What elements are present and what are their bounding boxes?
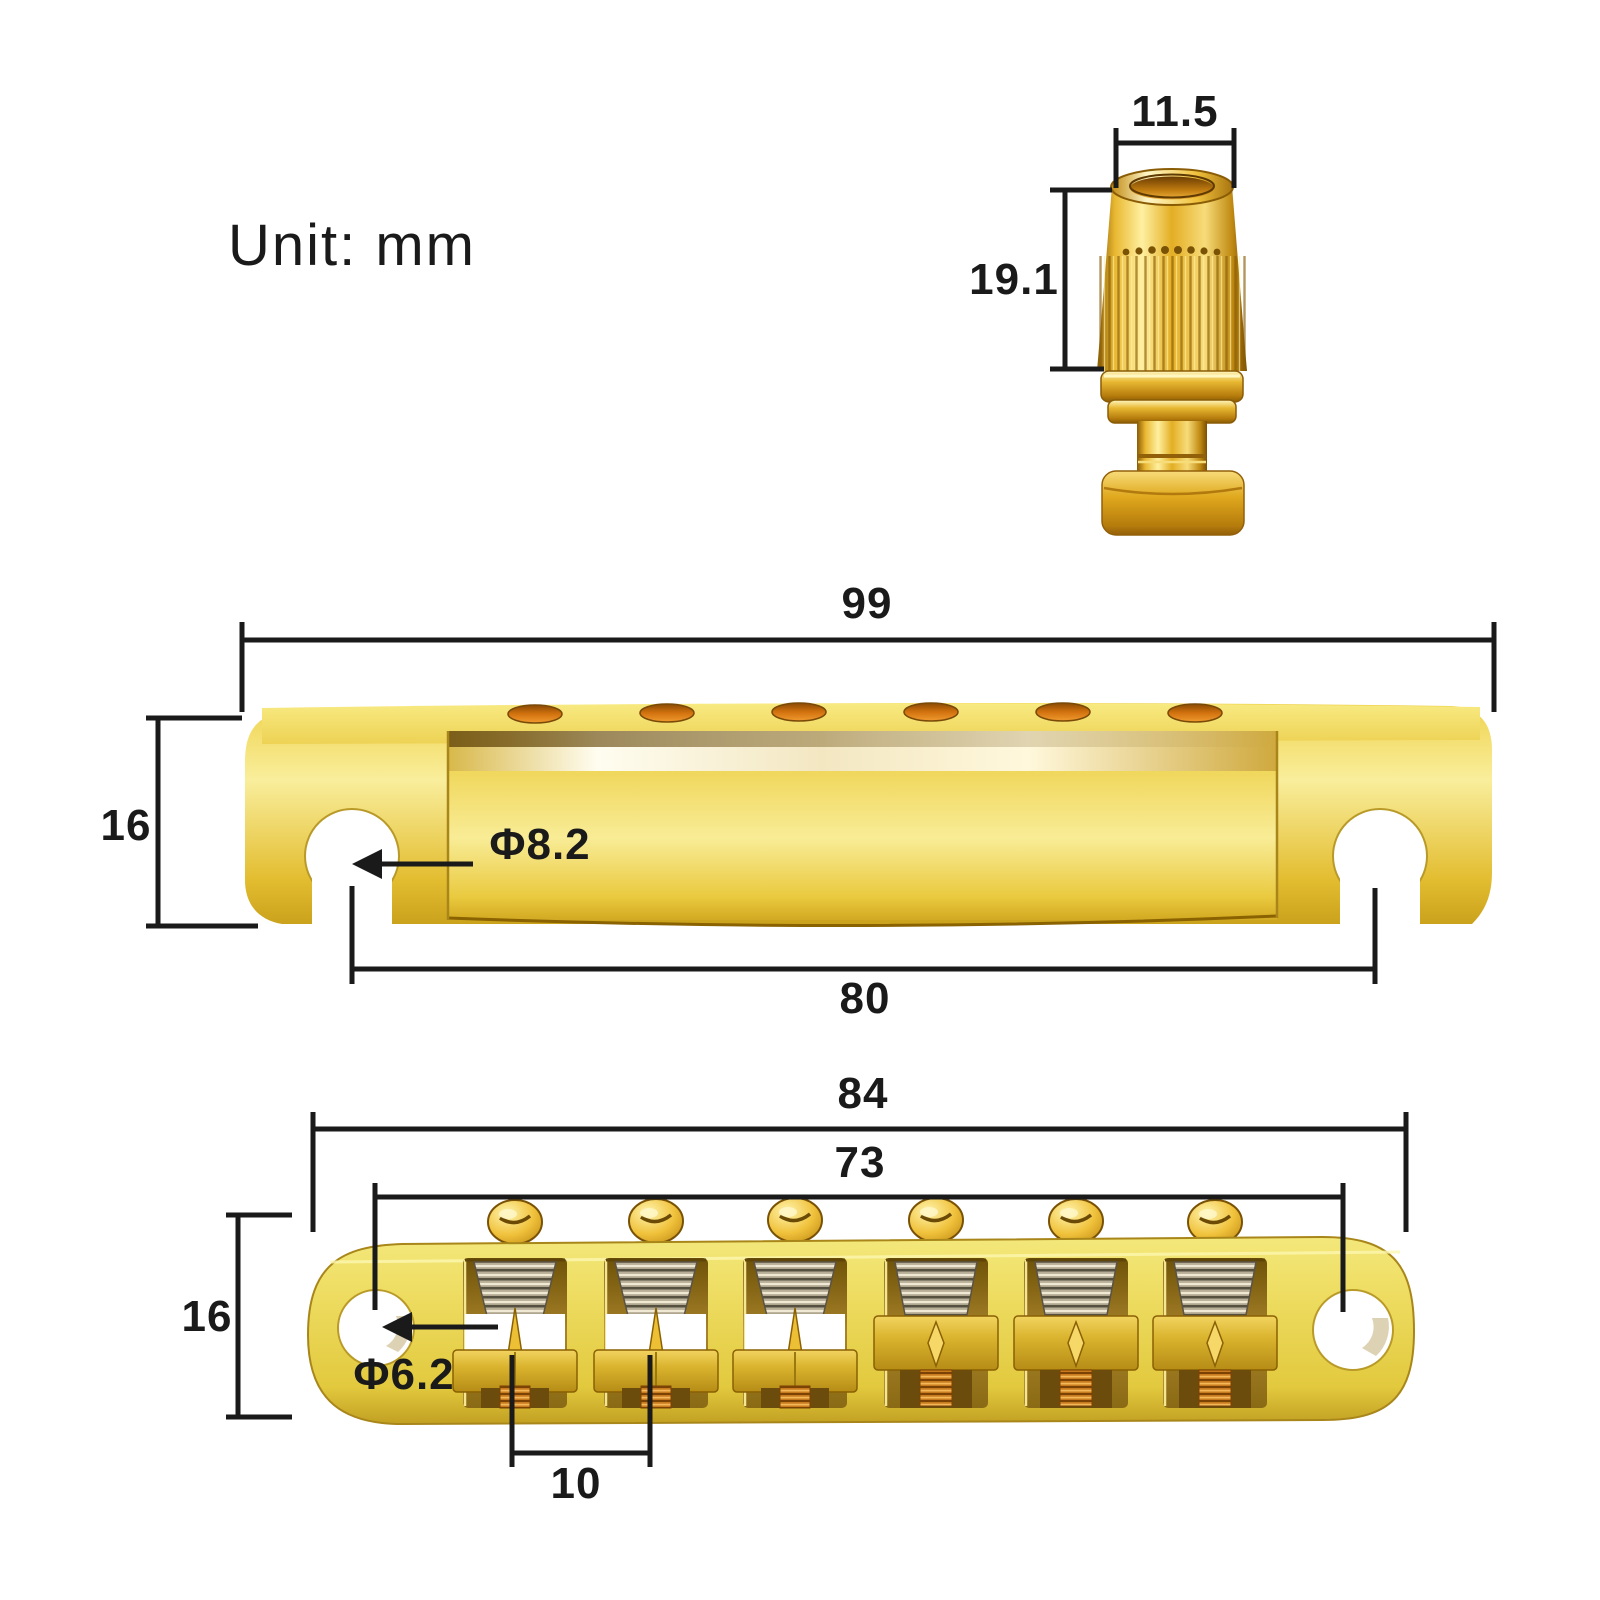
bridge-post-hole-diameter-label: Φ6.2: [353, 1350, 455, 1399]
tailpiece-height-label: 16: [100, 801, 152, 850]
bridge-post-holes: [337, 1289, 1394, 1371]
stud-height-label: 19.1: [969, 255, 1059, 304]
bridge-dimension-lines: [226, 1112, 1409, 1467]
stud-illustration: [1097, 168, 1247, 536]
bridge-string-spacing-label: 10: [550, 1459, 602, 1508]
bridge-adjustment-screw-heads: [486, 1196, 1244, 1246]
bridge-length-label: 84: [837, 1069, 889, 1118]
tailpiece-illustration: [245, 702, 1492, 928]
phi8-arrowhead: [352, 849, 382, 879]
tailpiece-stud-spacing-label: 80: [839, 974, 891, 1023]
tailpiece-dimension-lines: [146, 622, 1497, 984]
tailpiece-string-holes: [507, 702, 1223, 724]
bridge-post-spacing-label: 73: [834, 1138, 886, 1187]
tailpiece-notch-diameter-label: Φ8.2: [489, 820, 591, 869]
stud-top-diameter-label: 11.5: [1131, 87, 1219, 136]
phi6-arrowhead: [382, 1312, 412, 1342]
tailpiece-length-label: 99: [841, 579, 893, 628]
stud-dimension-lines: [1050, 128, 1237, 372]
bridge-illustration: [306, 1196, 1416, 1426]
unit-label: Unit: mm: [228, 213, 476, 278]
bridge-height-label: 16: [181, 1292, 233, 1341]
